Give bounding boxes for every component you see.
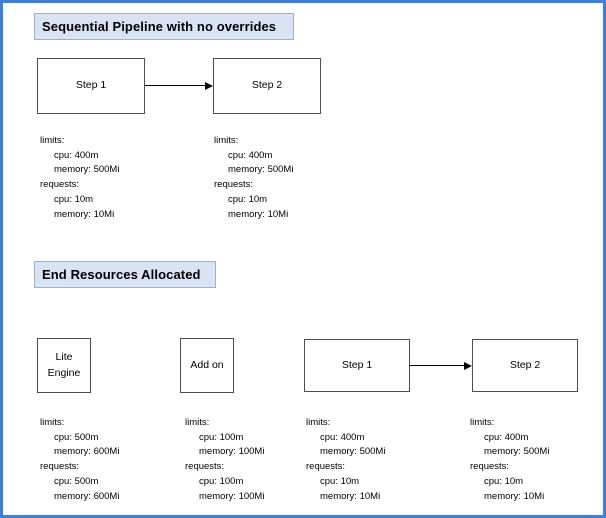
limits-label: limits: [214, 135, 239, 146]
requests-memory: memory: 600Mi [54, 490, 120, 502]
node-add-on[interactable]: Add on [180, 338, 234, 393]
arrow-shaft [145, 85, 205, 86]
requests-label: requests: [306, 461, 346, 473]
requests-memory: memory: 10Mi [320, 490, 381, 502]
limits-memory: memory: 500Mi [484, 446, 550, 458]
requests-cpu: cpu: 500m [54, 475, 99, 487]
node-step-1-top[interactable]: Step 1 [37, 58, 145, 114]
requests-label: requests: [40, 461, 80, 473]
requests-memory: memory: 10Mi [54, 208, 115, 220]
limits-label: limits: [185, 417, 210, 428]
node-label-line: Step 2 [509, 358, 541, 371]
resources-step-2-top: limits: cpu: 400m memory: 500Mi requests… [214, 134, 293, 222]
limits-cpu: cpu: 400m [484, 431, 529, 443]
limits-memory: memory: 600Mi [54, 446, 120, 458]
requests-cpu: cpu: 10m [228, 193, 268, 205]
requests-memory: memory: 10Mi [484, 490, 545, 502]
requests-label: requests: [214, 179, 254, 191]
node-label-line: Add on [190, 358, 224, 371]
requests-memory: memory: 10Mi [228, 208, 289, 220]
resources-step-1-bottom: limits: cpu: 400m memory: 500Mi requests… [306, 416, 385, 504]
requests-cpu: cpu: 100m [199, 475, 244, 487]
limits-cpu: cpu: 400m [54, 149, 99, 161]
arrow-head-icon [464, 361, 472, 370]
node-label-line: Engine [47, 366, 81, 379]
arrow-head-icon [205, 81, 213, 90]
limits-label: limits: [40, 135, 65, 146]
section-title-end-resources-allocated: End Resources Allocated [34, 261, 216, 288]
arrow-step1-to-step2-bottom [410, 361, 472, 371]
node-label-line: Step 1 [75, 79, 107, 92]
node-step-2-bottom[interactable]: Step 2 [472, 339, 578, 392]
requests-label: requests: [185, 461, 225, 473]
requests-cpu: cpu: 10m [320, 475, 360, 487]
requests-cpu: cpu: 10m [484, 475, 524, 487]
resources-lite-engine: limits: cpu: 500m memory: 600Mi requests… [40, 416, 119, 504]
arrow-step1-to-step2-top [145, 81, 213, 91]
requests-label: requests: [40, 179, 80, 191]
limits-memory: memory: 500Mi [54, 164, 120, 176]
limits-memory: memory: 100Mi [199, 446, 265, 458]
limits-cpu: cpu: 400m [320, 431, 365, 443]
node-label-line: Lite [55, 351, 73, 364]
limits-memory: memory: 500Mi [228, 164, 294, 176]
arrow-shaft [410, 365, 464, 366]
node-label-line: Step 1 [341, 358, 373, 371]
limits-memory: memory: 500Mi [320, 446, 386, 458]
limits-cpu: cpu: 400m [228, 149, 273, 161]
node-step-2-top[interactable]: Step 2 [213, 58, 321, 114]
node-lite-engine[interactable]: Lite Engine [37, 338, 91, 393]
section-title-sequential-pipeline: Sequential Pipeline with no overrides [34, 13, 294, 40]
resources-step-1-top: limits: cpu: 400m memory: 500Mi requests… [40, 134, 119, 222]
limits-label: limits: [306, 417, 331, 428]
requests-cpu: cpu: 10m [54, 193, 94, 205]
node-label-line: Step 2 [251, 79, 283, 92]
requests-label: requests: [470, 461, 510, 473]
resources-step-2-bottom: limits: cpu: 400m memory: 500Mi requests… [470, 416, 549, 504]
node-step-1-bottom[interactable]: Step 1 [304, 339, 410, 392]
resources-add-on: limits: cpu: 100m memory: 100Mi requests… [185, 416, 264, 504]
limits-label: limits: [470, 417, 495, 428]
limits-cpu: cpu: 100m [199, 431, 244, 443]
limits-label: limits: [40, 417, 65, 428]
requests-memory: memory: 100Mi [199, 490, 265, 502]
limits-cpu: cpu: 500m [54, 431, 99, 443]
